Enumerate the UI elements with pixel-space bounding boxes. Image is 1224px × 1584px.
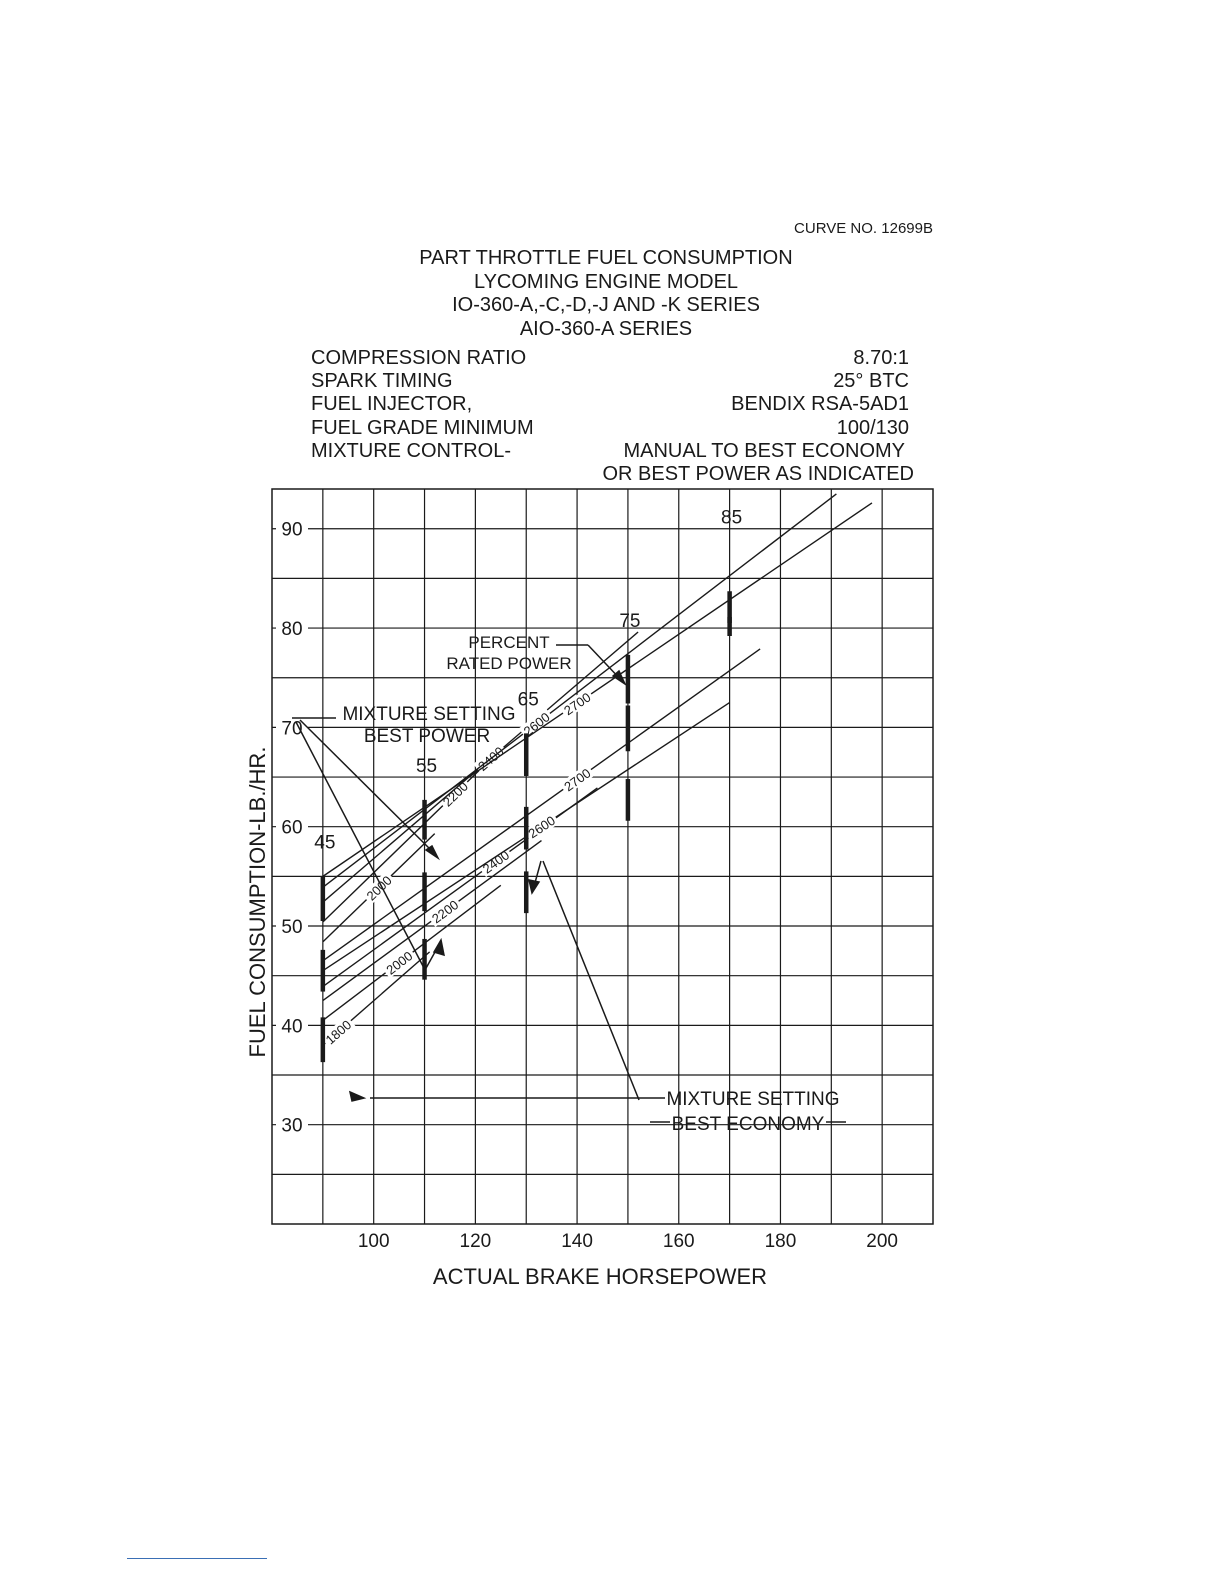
leader-line: [349, 1092, 363, 1099]
spec-value: 8.70:1: [853, 347, 909, 369]
best-economy-annotation: MIXTURE SETTING BEST ECONOMY: [666, 1089, 839, 1135]
plot-grid: [271, 488, 934, 1225]
spec-value: OR BEST POWER AS INDICATED: [602, 463, 914, 485]
spec-block: COMPRESSION RATIO 8.70:1 SPARK TIMING 25…: [311, 347, 914, 485]
spec-label: SPARK TIMING: [311, 370, 453, 392]
x-tick-label: 200: [866, 1231, 898, 1252]
tick-label-backdrop: [276, 716, 308, 739]
plot-frame: [271, 488, 934, 1225]
x-axis-label: ACTUAL BRAKE HORSEPOWER: [433, 1264, 767, 1289]
x-tick-label: 180: [765, 1231, 797, 1252]
x-tick-label: 140: [561, 1231, 593, 1252]
x-tick-label: 100: [358, 1231, 390, 1252]
rpm-label-backdrop: [559, 688, 596, 719]
annotation-text: MIXTURE SETTING: [666, 1089, 839, 1110]
percent-power-label: 45: [314, 832, 335, 853]
spec-label: MIXTURE CONTROL-: [311, 440, 511, 462]
spec-label: FUEL INJECTOR,: [311, 393, 472, 415]
tick-label-backdrop: [276, 617, 308, 640]
rpm-label-backdrop: [427, 895, 463, 927]
y-axis-label: FUEL CONSUMPTION-LB./HR.: [245, 747, 270, 1058]
tick-label-backdrop: [276, 915, 308, 938]
rpm-label-backdrop: [523, 811, 560, 842]
x-tick-label: 120: [460, 1231, 492, 1252]
title-line-1: PART THROTTLE FUEL CONSUMPTION: [419, 247, 792, 269]
leader-line: [299, 719, 437, 856]
annotation-text: RATED POWER: [446, 654, 571, 673]
arrow-head-icon: [528, 879, 541, 895]
leader-line: [542, 860, 640, 1101]
percent-power-label: 55: [416, 756, 437, 777]
rpm-curve-line: [322, 787, 598, 988]
annotation-text: MIXTURE SETTING: [342, 704, 515, 725]
spec-value: 25° BTC: [833, 370, 909, 392]
annotation-text: PERCENT: [468, 633, 549, 652]
rpm-label-backdrop: [477, 845, 514, 878]
rpm-curve-line: [322, 493, 837, 888]
spec-label: COMPRESSION RATIO: [311, 347, 526, 369]
percent-power-label: 65: [518, 689, 539, 710]
rpm-curves: 2000220024002600270018002000220024002600…: [320, 493, 873, 1049]
spec-value: MANUAL TO BEST ECONOMY: [623, 440, 905, 462]
y-tick-label: 30: [281, 1116, 302, 1137]
tick-label-backdrop: [276, 815, 308, 838]
annotation-text: BEST ECONOMY: [672, 1114, 825, 1135]
footnote-rule: [127, 1558, 267, 1559]
title-line-4: AIO-360-A SERIES: [520, 318, 692, 340]
tick-label-backdrop: [276, 1113, 308, 1136]
rpm-curve-line: [322, 502, 873, 877]
title-line-2: LYCOMING ENGINE MODEL: [474, 271, 738, 293]
rpm-label-backdrop: [437, 776, 473, 811]
rpm-label-backdrop: [518, 707, 555, 740]
arrow-head-icon: [611, 669, 627, 687]
y-tick-label: 80: [281, 619, 302, 640]
percent-rated-power-annotation: PERCENT RATED POWER: [446, 633, 571, 673]
spec-value: BENDIX RSA-5AD1: [731, 393, 909, 415]
y-tick-label: 60: [281, 818, 302, 839]
annotation-text: BEST POWER: [364, 726, 490, 747]
arrow-head-icon: [432, 937, 445, 957]
percent-power-bars: 45 55 65 75 85: [314, 507, 742, 1063]
x-tick-label: 160: [663, 1231, 695, 1252]
tick-label-backdrop: [276, 517, 308, 540]
title-line-3: IO-360-A,-C,-D,-J AND -K SERIES: [452, 294, 760, 316]
rpm-label-backdrop: [559, 763, 595, 796]
rpm-label-backdrop: [320, 1015, 356, 1049]
rpm-curve-line: [322, 648, 761, 962]
rpm-label-backdrop: [381, 946, 417, 979]
arrow-head-icon: [424, 844, 440, 861]
leader-lines: [292, 644, 846, 1123]
best-power-annotation: MIXTURE SETTING BEST POWER: [342, 704, 515, 747]
y-tick-label: 50: [281, 917, 302, 938]
curve-number: CURVE NO. 12699B: [794, 220, 933, 237]
title-block: PART THROTTLE FUEL CONSUMPTION LYCOMING …: [419, 247, 792, 340]
percent-power-label: 85: [721, 507, 742, 528]
spec-value: 100/130: [837, 417, 909, 439]
y-tick-label: 90: [281, 520, 302, 541]
spec-label: FUEL GRADE MINIMUM: [311, 417, 534, 439]
percent-power-label: 75: [619, 611, 640, 632]
tick-label-backdrop: [276, 1014, 308, 1037]
leader-line: [295, 721, 426, 971]
y-tick-label: 40: [281, 1016, 302, 1037]
rpm-label-backdrop: [361, 870, 396, 905]
